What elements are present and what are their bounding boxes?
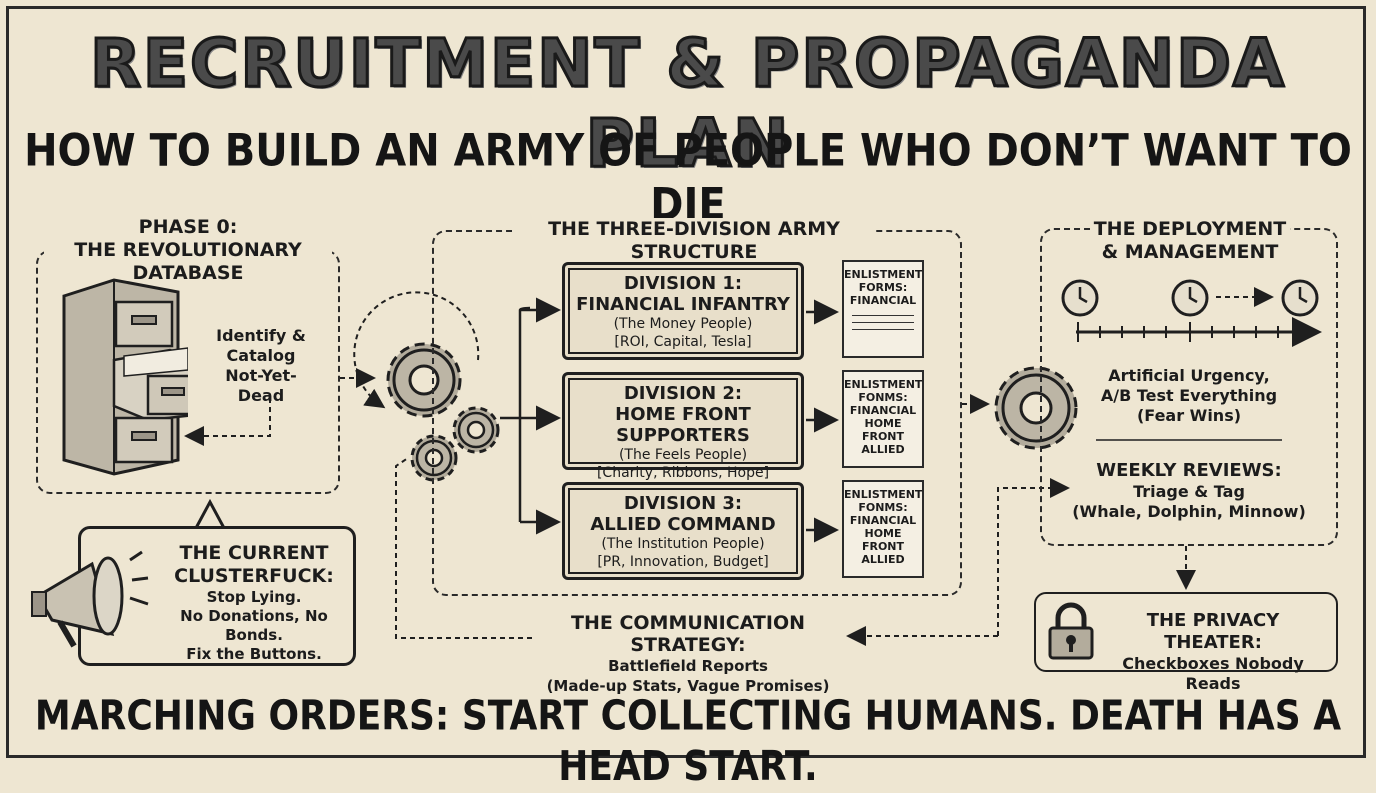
communication-strategy: THE COMMUNICATION STRATEGY: Battlefield … [546, 612, 830, 695]
privacy-text: THE PRIVACY THEATER: Checkboxes Nobody R… [1122, 610, 1304, 693]
current-text: THE CURRENT CLUSTERFUCK: Stop Lying. No … [174, 542, 334, 663]
phase0-note: Identify & Catalog Not-Yet-Dead [216, 326, 306, 405]
gear-icon [410, 434, 458, 482]
division-1-box: DIVISION 1: FINANCIAL INFANTRY (The Mone… [562, 262, 804, 360]
gear-cluster [386, 342, 500, 482]
clock-icon [1171, 279, 1209, 317]
weekly-reviews: WEEKLY REVIEWS: Triage & Tag (Whale, Dol… [1072, 460, 1306, 521]
gear-icon [452, 406, 500, 454]
enlistment-form-1: ENLISTMENT FORMS: FINANCIAL [842, 260, 924, 358]
megaphone-icon [31, 550, 149, 648]
poster-frame [6, 6, 1366, 758]
file-cabinet-icon [62, 278, 188, 476]
padlock-icon [1048, 602, 1094, 660]
phase0-title: PHASE 0: THE REVOLUTIONARY DATABASE [44, 216, 332, 285]
division-3-box: DIVISION 3: ALLIED COMMAND (The Institut… [562, 482, 804, 580]
gear-icon [994, 366, 1078, 450]
poster-title: RECRUITMENT & PROPAGANDA PLAN [89, 24, 1286, 184]
diagram-connectors [184, 287, 1322, 646]
division-2-box: DIVISION 2: HOME FRONT SUPPORTERS (The F… [562, 372, 804, 481]
marching-orders: MARCHING ORDERS: START COLLECTING HUMANS… [34, 692, 1342, 791]
deployment-urgency: Artificial Urgency, A/B Test Everything … [1100, 366, 1278, 425]
army-title: THE THREE-DIVISION ARMY STRUCTURE [512, 218, 876, 264]
clock-icon [1061, 279, 1099, 317]
enlistment-form-3: ENLISTMENT FONMS: FINANCIAL HOME FRONT A… [842, 480, 924, 578]
current-callout [78, 526, 356, 666]
clock-icon [1281, 279, 1319, 317]
enlistment-form-2: ENLISTMENT FONMS: FINANCIAL HOME FRONT A… [842, 370, 924, 468]
gear-icon [386, 342, 462, 418]
deployment-title: THE DEPLOYMENT & MANAGEMENT [1090, 218, 1290, 264]
